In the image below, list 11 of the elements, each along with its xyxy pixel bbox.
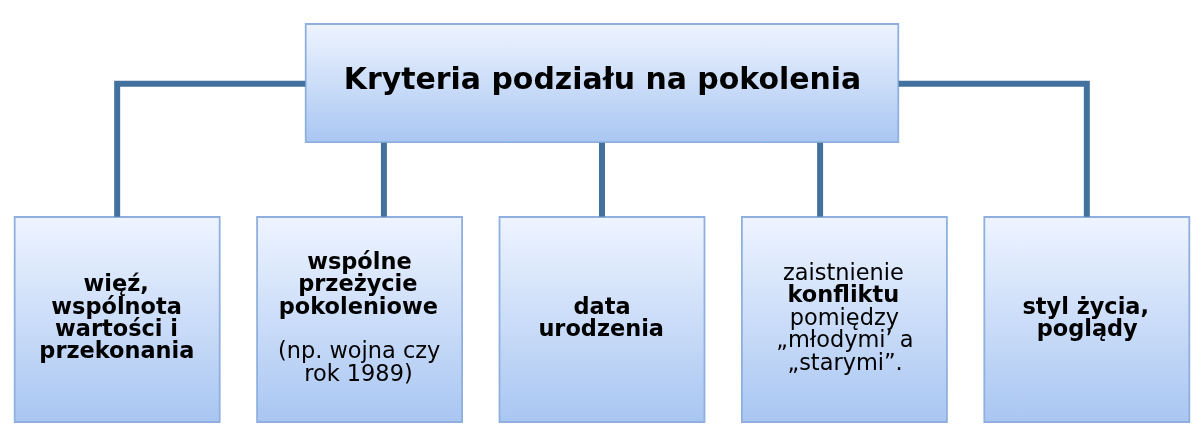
connector	[114, 80, 306, 217]
connector	[817, 142, 824, 217]
node-box: więź, wspólnota wartości i przekonania	[13, 215, 221, 423]
connector	[380, 142, 387, 217]
node-box: zaistnienie konfliktu pomiędzy „młodymi’ a „starymi”.	[741, 215, 948, 423]
connector	[898, 80, 1090, 217]
connector	[599, 142, 605, 217]
node-box: styl życia, poglądy	[983, 215, 1191, 423]
node-box: data urodzenia	[498, 215, 706, 423]
node-box: wspólne przeżycie pokoleniowe (np. wojna czy rok 1989)	[256, 215, 463, 423]
node-box: Kryteria podziału na pokolenia	[304, 22, 900, 143]
